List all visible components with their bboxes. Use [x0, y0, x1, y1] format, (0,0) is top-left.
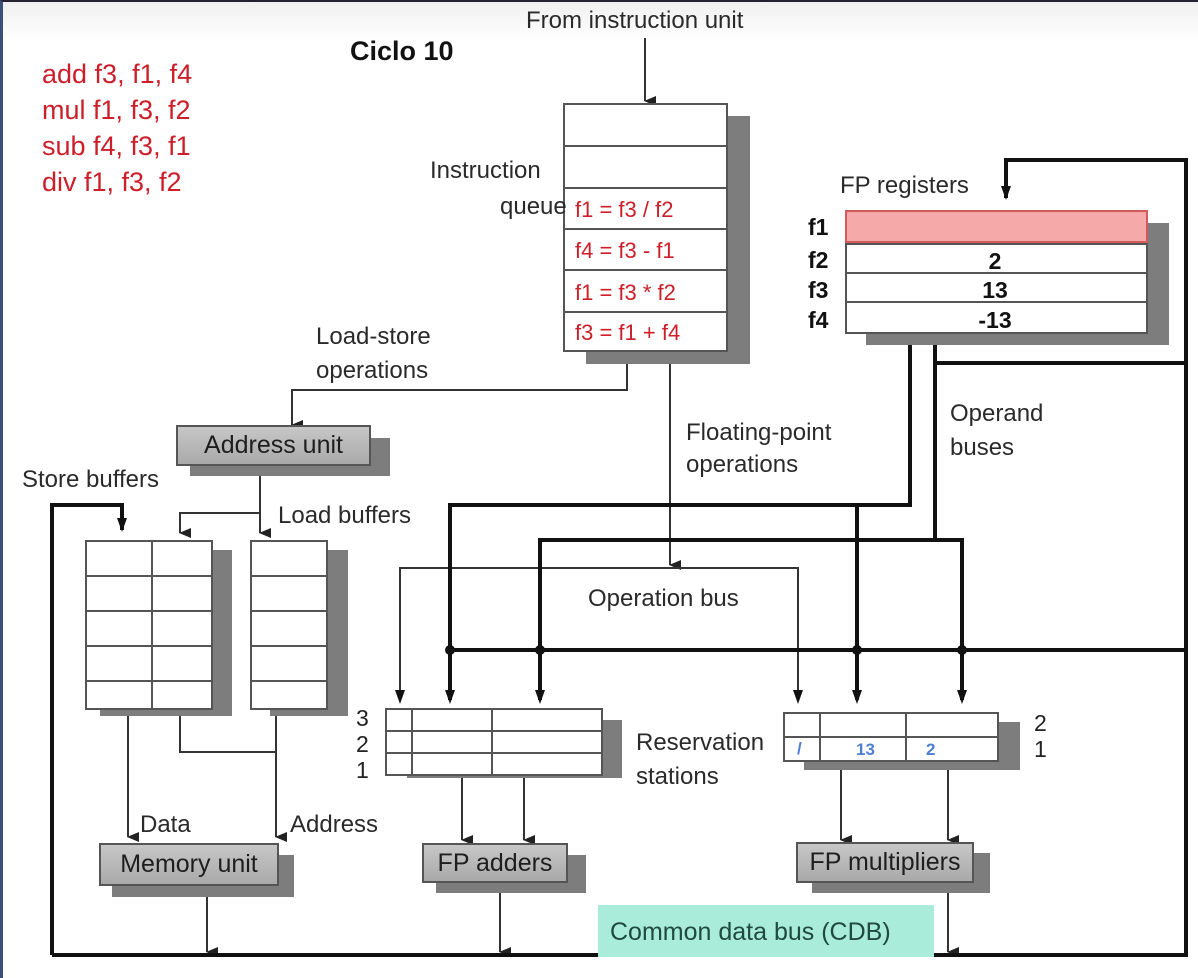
- operation-bus-label: Operation bus: [588, 585, 739, 612]
- program-line: mul f1, f3, f2: [42, 95, 191, 125]
- register-f3: [845, 272, 1148, 303]
- register-f2-value: 2: [988, 248, 1002, 274]
- queue-slot: [563, 103, 728, 147]
- register-f3-label: f3: [808, 277, 829, 303]
- mult-rs1-vk: 2: [926, 740, 936, 759]
- fp-registers-label: FP registers: [840, 172, 969, 199]
- register-f4-value: -13: [978, 307, 1012, 333]
- floating-point-label-2: operations: [686, 451, 799, 478]
- adder-rs-number: 3: [356, 705, 369, 731]
- mult-rs1-vj: 13: [856, 740, 875, 759]
- instruction-queue-label-2: queue: [500, 193, 567, 220]
- floating-point-label: Floating-point: [686, 419, 832, 446]
- program-listing: add f3, f1, f4 mul f1, f3, f2 sub f4, f3…: [42, 56, 192, 200]
- program-line: add f3, f1, f4: [42, 59, 193, 89]
- instruction-queue-label: Instruction: [430, 157, 541, 184]
- cycle-title: Ciclo 10: [350, 36, 454, 66]
- from-instruction-unit-label: From instruction unit: [526, 7, 744, 34]
- queue-entry: f3 = f1 + f4: [575, 320, 681, 345]
- queue-slot: f4 = f3 - f1: [563, 228, 728, 271]
- register-f4: [845, 301, 1148, 334]
- load-buffers-label: Load buffers: [278, 502, 411, 529]
- operand-buses-label: Operand: [950, 400, 1044, 427]
- register-f4-label: f4: [808, 307, 829, 333]
- adder-rs-number: 2: [356, 731, 369, 757]
- cdb-label-box: Common data bus (CDB): [598, 905, 934, 957]
- operand-buses-label-2: buses: [950, 434, 1015, 461]
- cdb-label: Common data bus (CDB): [610, 918, 891, 946]
- queue-entry: f4 = f3 - f1: [575, 238, 675, 263]
- mult-rs-number: 2: [1034, 710, 1047, 736]
- register-f1-label: f1: [808, 214, 829, 240]
- program-line: div f1, f3, f2: [42, 167, 182, 197]
- queue-entry: f1 = f3 * f2: [575, 280, 676, 305]
- memory-unit: Memory unit: [99, 843, 279, 886]
- queue-slot: f1 = f3 / f2: [563, 187, 728, 230]
- reservation-stations-label-2: stations: [636, 763, 719, 790]
- register-f1: [845, 210, 1148, 243]
- register-f2-label: f2: [808, 247, 829, 273]
- program-line: sub f4, f3, f1: [42, 131, 191, 161]
- queue-slot: f1 = f3 * f2: [563, 269, 728, 313]
- load-store-wire: [291, 352, 628, 430]
- mult-rs1-op: /: [797, 739, 802, 758]
- register-f3-value: 13: [982, 277, 1008, 303]
- operation-bus: [399, 567, 799, 700]
- fp-adders: FP adders: [422, 843, 568, 883]
- mult-rs-number: 1: [1034, 736, 1047, 762]
- store-buffers-label: Store buffers: [22, 466, 159, 493]
- address-unit: Address unit: [176, 425, 371, 466]
- data-label: Data: [140, 811, 191, 838]
- load-store-label: Load-store: [316, 323, 431, 350]
- queue-slot: [563, 145, 728, 189]
- fp-multipliers: FP multipliers: [796, 842, 974, 883]
- queue-entry: f1 = f3 / f2: [575, 197, 674, 222]
- queue-slot: f3 = f1 + f4: [563, 311, 728, 352]
- adder-rs-number: 1: [356, 757, 369, 783]
- load-store-label-2: operations: [316, 357, 429, 384]
- address-label: Address: [290, 811, 379, 838]
- reservation-stations-label: Reservation: [636, 729, 765, 756]
